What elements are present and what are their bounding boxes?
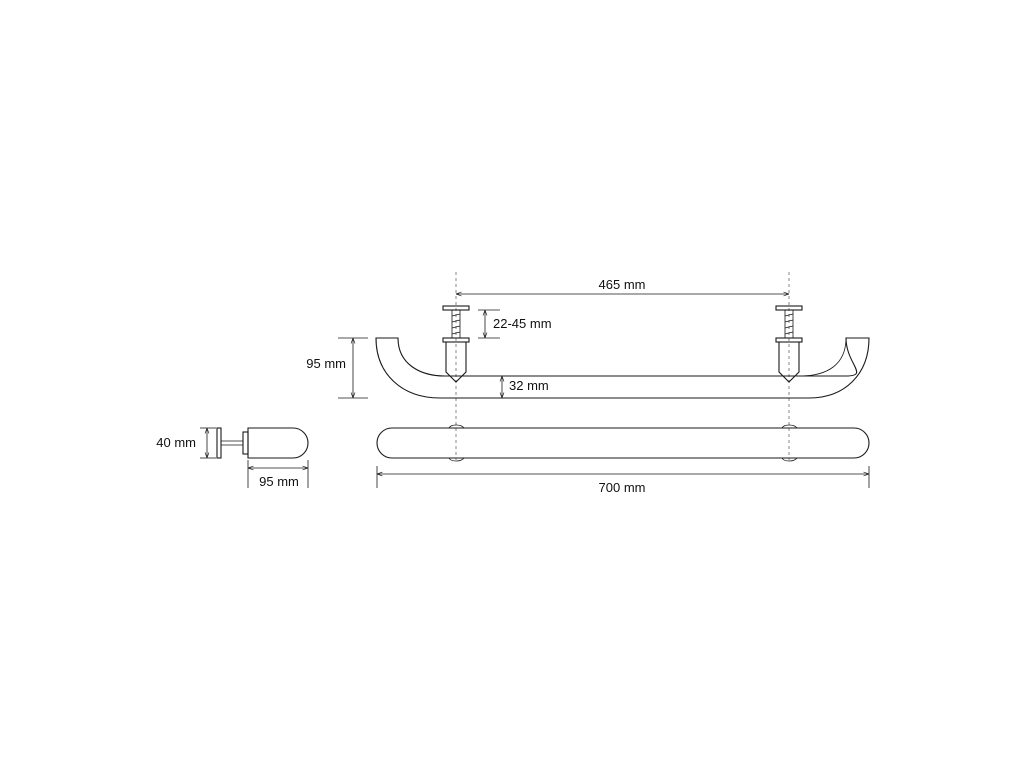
overall-height-label: 95 mm bbox=[306, 356, 346, 371]
u-bar-inner-right bbox=[799, 337, 847, 377]
left-mount bbox=[442, 305, 470, 383]
mount-spacing-label: 465 mm bbox=[599, 277, 646, 292]
side-bar-profile bbox=[247, 427, 309, 459]
side-mount-collar bbox=[242, 431, 249, 455]
tube-diameter-label: 32 mm bbox=[509, 378, 549, 393]
front-view: 465 mm 22-45 mm 95 mm 32 mm bbox=[306, 272, 870, 460]
u-bar-outline bbox=[375, 337, 870, 399]
left-rosette-top bbox=[448, 424, 465, 429]
bar-top-outline bbox=[376, 427, 870, 459]
side-wall-flange bbox=[216, 427, 222, 459]
side-depth-label: 95 mm bbox=[259, 474, 299, 489]
right-rosette-bottom bbox=[781, 457, 798, 462]
right-mount-flange bbox=[775, 337, 803, 343]
left-post bbox=[445, 342, 467, 383]
right-post bbox=[778, 342, 800, 383]
adjust-range-label: 22-45 mm bbox=[493, 316, 552, 331]
right-mount bbox=[775, 305, 803, 383]
left-rosette-bottom bbox=[448, 457, 465, 462]
right-rosette-top bbox=[781, 424, 798, 429]
top-view: 700 mm bbox=[376, 424, 870, 495]
flange-height-label: 40 mm bbox=[156, 435, 196, 450]
overall-length-label: 700 mm bbox=[599, 480, 646, 495]
left-mount-flange bbox=[442, 337, 470, 343]
side-view: 40 mm 95 mm bbox=[156, 427, 309, 489]
